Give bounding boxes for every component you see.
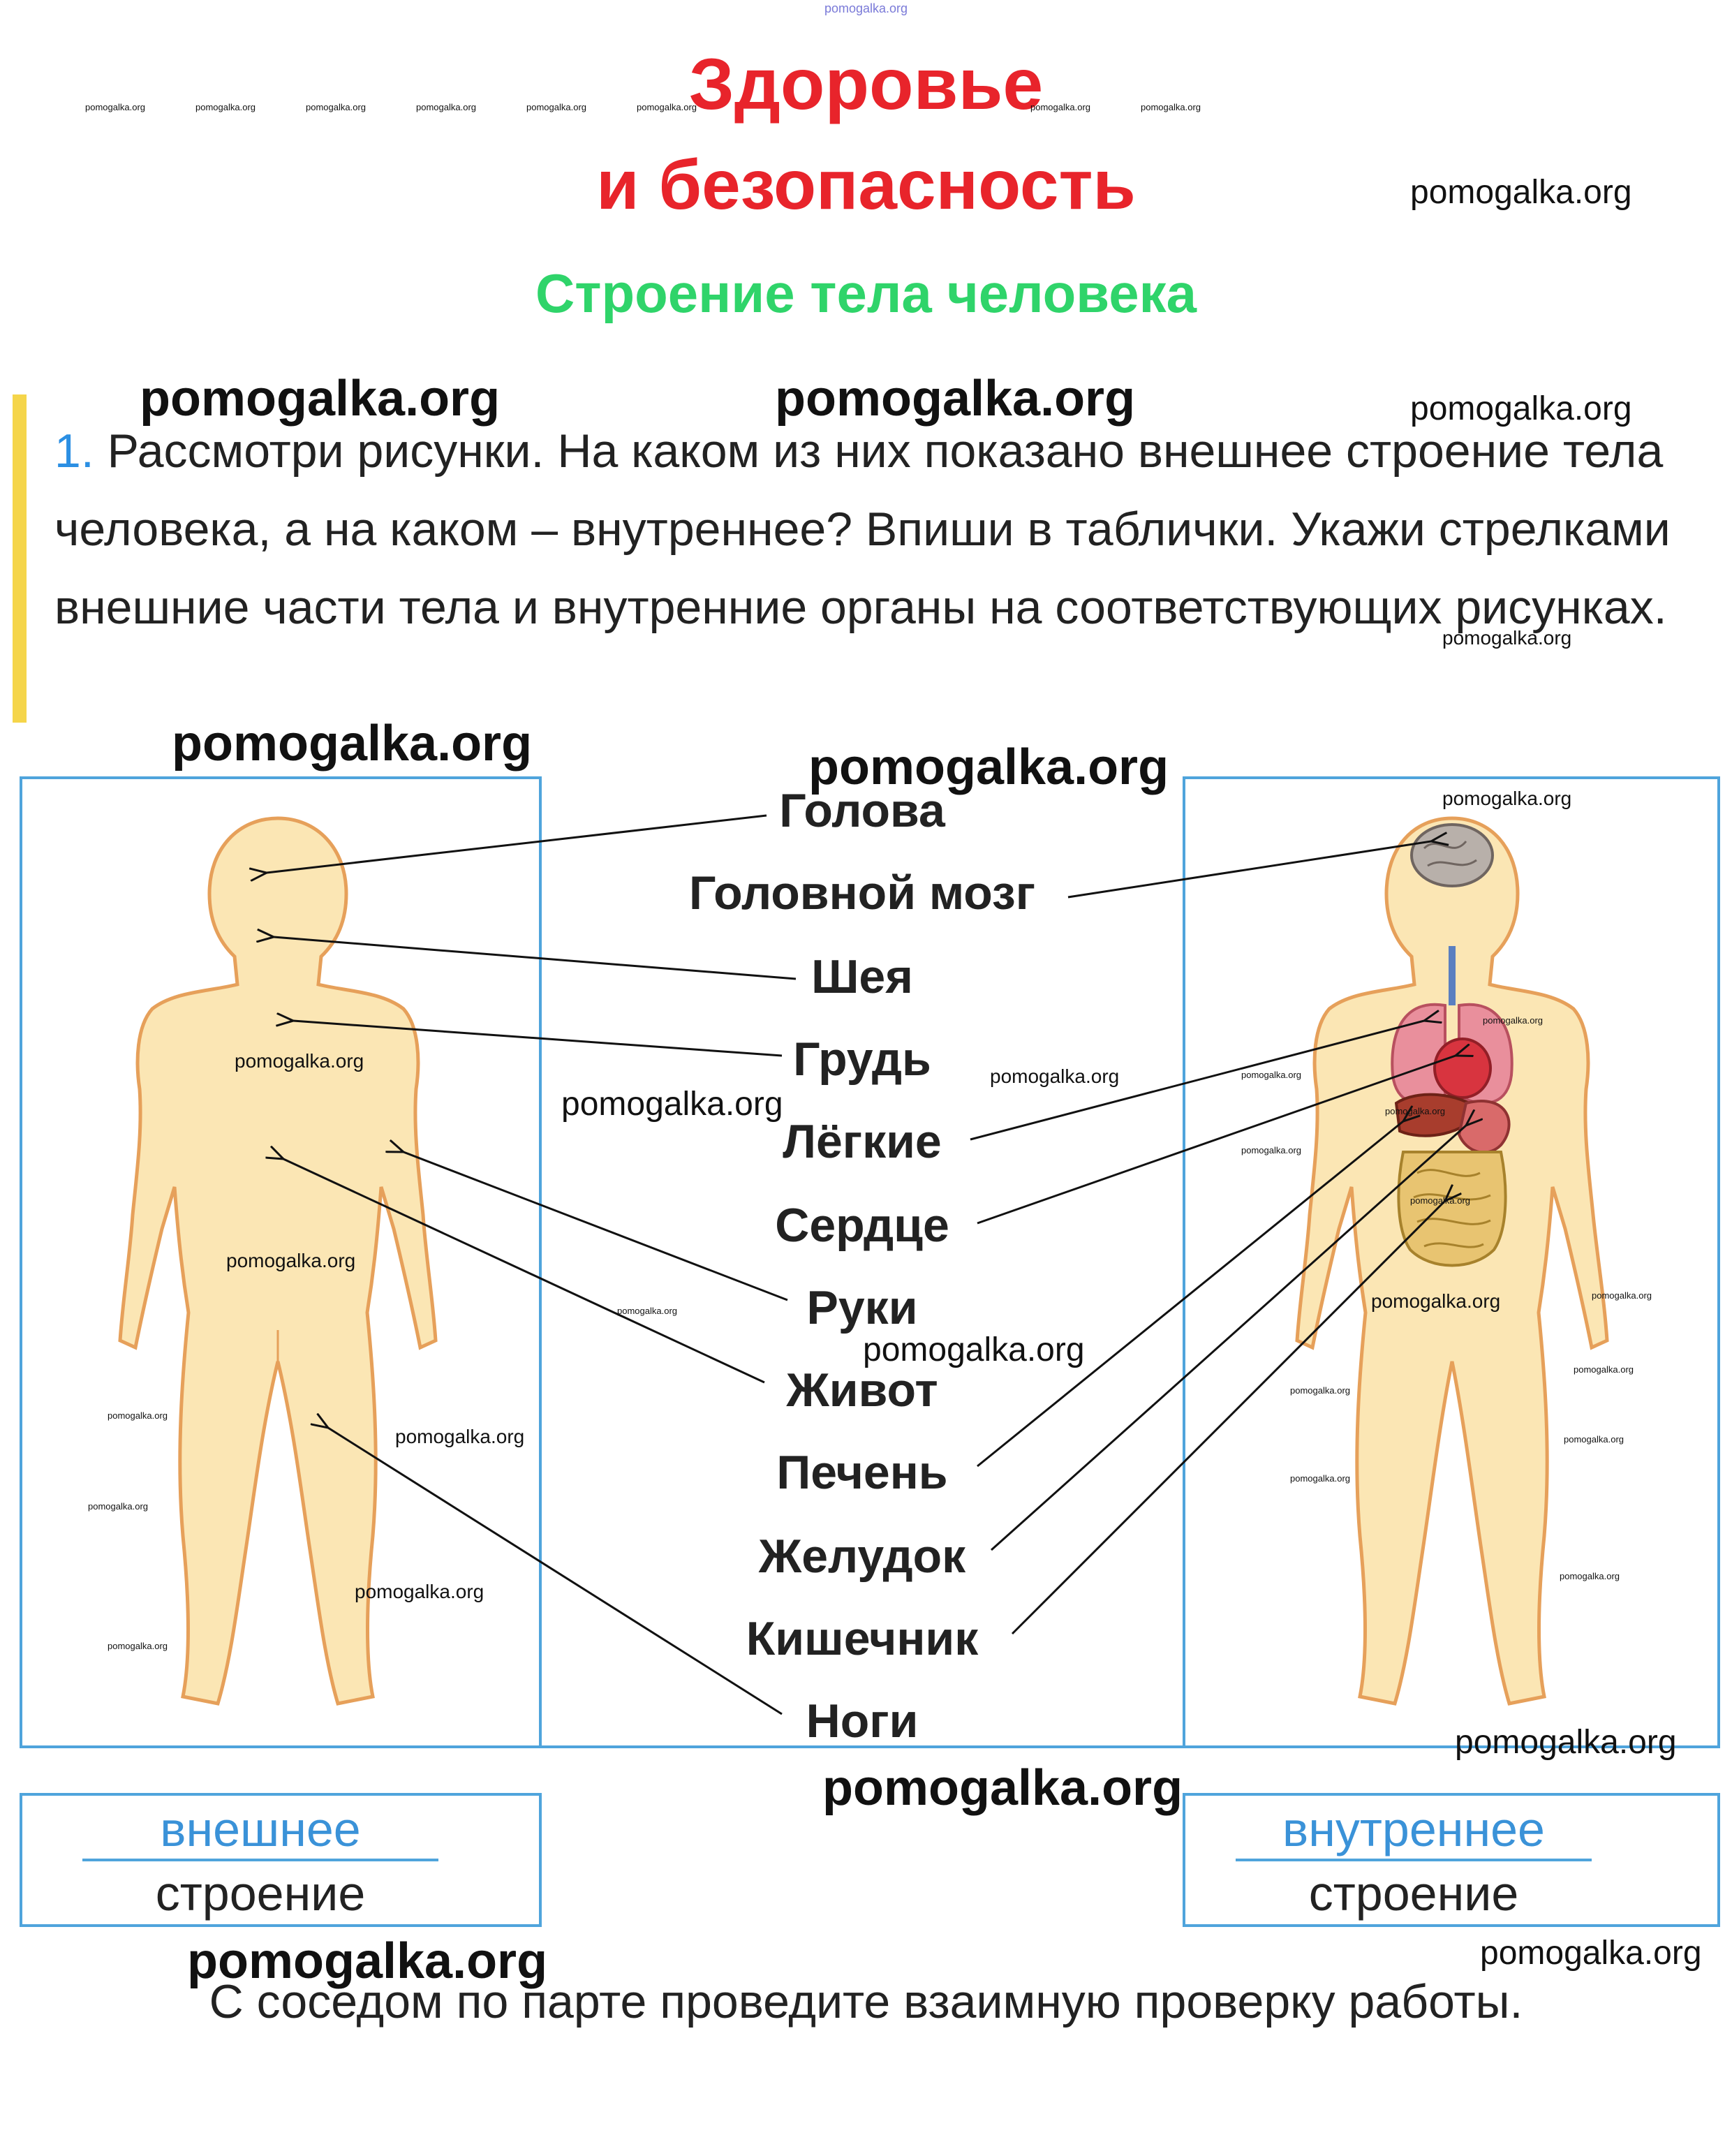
task-number: 1. (54, 424, 94, 478)
answer-internal-word: внутреннее (1282, 1802, 1545, 1856)
answer-external-word: внешнее (160, 1802, 361, 1856)
term-heart: Сердце (775, 1199, 949, 1252)
term-chest: Грудь (793, 1033, 931, 1086)
watermark: pomogalka.org (187, 1933, 548, 1989)
arrow-belly (283, 1159, 765, 1384)
watermark: pomogalka.org (637, 102, 697, 112)
page-title-line1: Здоровье (688, 44, 1044, 125)
watermark: pomogalka.org (172, 716, 533, 771)
arrow-brain (1067, 841, 1431, 899)
watermark: pomogalka.org (395, 1426, 525, 1447)
watermark: pomogalka.org (1592, 1290, 1652, 1301)
watermark: pomogalka.org (1410, 390, 1632, 427)
arrow-legs (328, 1428, 783, 1715)
watermark: pomogalka.org (108, 1641, 168, 1651)
watermark: pomogalka.org (195, 102, 256, 112)
answer-internal-underline (1236, 1859, 1592, 1861)
watermark: pomogalka.org (1241, 1145, 1301, 1155)
watermark: pomogalka.org (1141, 102, 1201, 112)
watermark: pomogalka.org (1371, 1290, 1501, 1312)
watermark: pomogalka.org (990, 1065, 1120, 1087)
watermark: pomogalka.org (1483, 1015, 1543, 1026)
top-watermark: pomogalka.org (824, 1, 908, 15)
page-subtitle: Строение тела человека (535, 263, 1197, 324)
watermark: pomogalka.org (863, 1331, 1085, 1368)
watermark: pomogalka.org (226, 1250, 356, 1271)
terms-panel (542, 776, 1185, 1748)
footer-instruction: С соседом по парте проведите взаимную пр… (209, 1975, 1523, 2028)
task-text: 1. Рассмотри рисунки. На каком из них по… (54, 412, 1681, 647)
watermark: pomogalka.org (235, 1050, 364, 1072)
watermark: pomogalka.org (306, 102, 366, 112)
watermark: pomogalka.org (617, 1306, 677, 1316)
arrow-heart (977, 1056, 1456, 1225)
watermark: pomogalka.org (1574, 1364, 1634, 1375)
arrow-stomach (991, 1125, 1466, 1551)
task-body: Рассмотри рисунки. На каком из них показ… (54, 424, 1671, 634)
watermark: pomogalka.org (140, 371, 501, 427)
term-brain: Головной мозг (688, 866, 1036, 920)
intestines-icon (1397, 1151, 1507, 1267)
arrow-chest (293, 1021, 783, 1057)
watermark: pomogalka.org (1455, 1724, 1677, 1761)
answer-external-underline (82, 1859, 438, 1861)
watermark: pomogalka.org (1410, 174, 1632, 211)
term-liver: Печень (776, 1446, 948, 1499)
heart-icon (1433, 1038, 1492, 1099)
term-belly: Живот (786, 1364, 938, 1417)
task-highlight-bar (13, 394, 27, 723)
watermark: pomogalka.org (355, 1581, 484, 1602)
watermark: pomogalka.org (88, 1501, 148, 1512)
arrow-lungs (970, 1021, 1424, 1141)
watermark: pomogalka.org (1385, 1106, 1445, 1116)
arrow-head (267, 814, 767, 873)
term-lungs: Лёгкие (783, 1115, 942, 1168)
internal-body-figure (1295, 816, 1609, 1706)
watermark: pomogalka.org (416, 102, 476, 112)
answer-arrows (267, 814, 1466, 1715)
watermark: pomogalka.org (1290, 1385, 1350, 1396)
external-body-figure (118, 816, 438, 1706)
arrow-liver (977, 1121, 1403, 1468)
answer-box-internal[interactable] (1183, 1793, 1720, 1927)
term-intestines: Кишечник (746, 1612, 979, 1665)
arrow-intestines (1011, 1201, 1445, 1635)
term-arms: Руки (806, 1281, 918, 1334)
page-title-line2: и безопасность (596, 146, 1136, 224)
external-structure-panel (20, 776, 542, 1748)
internal-structure-panel (1183, 776, 1720, 1748)
term-head: Голова (779, 784, 945, 837)
watermark: pomogalka.org (561, 1086, 783, 1123)
watermark: pomogalka.org (526, 102, 586, 112)
arrow-neck (274, 937, 797, 980)
stomach-icon (1457, 1100, 1511, 1154)
term-stomach: Желудок (758, 1530, 966, 1583)
watermark: pomogalka.org (1442, 627, 1572, 649)
watermark: pomogalka.org (822, 1760, 1183, 1816)
watermark: pomogalka.org (1410, 1195, 1470, 1206)
arrow-arms (404, 1152, 788, 1301)
term-legs: Ноги (806, 1694, 919, 1748)
watermark: pomogalka.org (1030, 102, 1090, 112)
brain-icon (1410, 823, 1494, 887)
watermark: pomogalka.org (808, 739, 1169, 795)
watermark: pomogalka.org (1241, 1070, 1301, 1080)
answer-internal-label: строение (1308, 1866, 1519, 1921)
watermark: pomogalka.org (775, 371, 1136, 427)
term-neck: Шея (811, 950, 913, 1003)
watermark: pomogalka.org (1480, 1935, 1702, 1972)
watermark: pomogalka.org (1290, 1473, 1350, 1484)
watermark: pomogalka.org (1564, 1434, 1624, 1445)
answer-box-external[interactable] (20, 1793, 542, 1927)
watermark: pomogalka.org (1442, 788, 1572, 809)
answer-external-label: строение (155, 1866, 366, 1921)
watermark: pomogalka.org (85, 102, 145, 112)
watermark: pomogalka.org (1560, 1571, 1620, 1581)
watermark: pomogalka.org (108, 1410, 168, 1421)
